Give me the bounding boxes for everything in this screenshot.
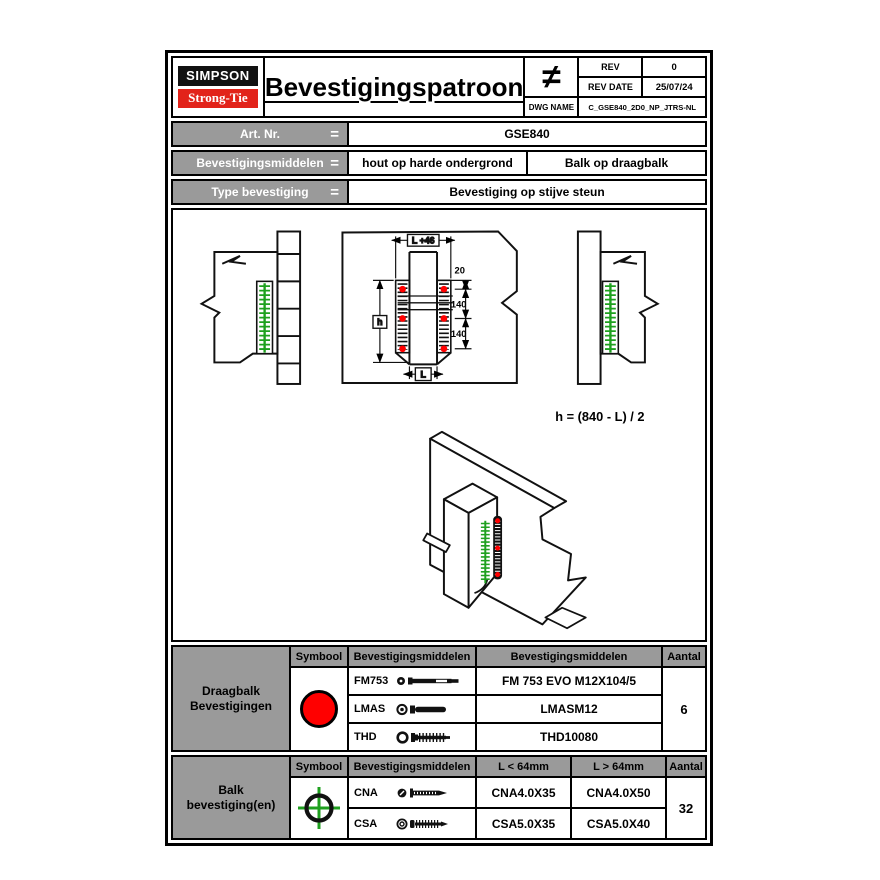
header-bevestigingsmiddelen: Bevestigingsmiddelen: [349, 757, 475, 776]
thd-screw-icon: [396, 730, 450, 744]
equals-sign: =: [330, 154, 339, 172]
connection-type-value: Balk op draagbalk: [526, 152, 705, 174]
bevestigingsmiddelen-label: Bevestigingsmiddelen =: [173, 152, 349, 174]
drawing-area: L +46 20 140 140 h: [171, 208, 707, 642]
title-area: Bevestigingspatroon: [265, 58, 526, 116]
info-row-art-nr: Art. Nr. = GSE840: [171, 121, 707, 147]
header-bevestigingsmiddelen-2: Bevestigingsmiddelen: [477, 647, 661, 666]
type-bevestiging-label: Type bevestiging =: [173, 181, 349, 203]
fastener-code: CNA: [354, 786, 378, 799]
type-bevestiging-label-text: Type bevestiging: [211, 185, 309, 199]
isometric-view: [422, 430, 587, 630]
dim-spacing2-label: 140: [451, 329, 467, 339]
break-symbol-icon: [612, 255, 638, 265]
title-block: SIMPSON Strong-Tie Bevestigingspatroon ≠…: [171, 56, 707, 118]
page-title: Bevestigingspatroon: [264, 71, 524, 102]
lmas-bolt-icon: [396, 703, 446, 715]
dim-offset-label: 20: [454, 266, 464, 276]
art-nr-label: Art. Nr. =: [173, 123, 349, 145]
dim-top-width-label: L +46: [412, 236, 435, 246]
symbol-cell: [291, 778, 347, 838]
logo-simpson: SIMPSON: [178, 66, 258, 86]
red-circle-symbol-icon: [300, 690, 338, 728]
art-nr-label-text: Art. Nr.: [239, 127, 280, 141]
draagbalk-group-label: Draagbalk Bevestigingen: [173, 647, 289, 750]
draagbalk-fastener-table: Draagbalk Bevestigingen Symbool Bevestig…: [171, 645, 707, 752]
fastener-row-lmas: LMAS: [349, 696, 475, 722]
art-nr-value: GSE840: [504, 127, 550, 141]
product-fm753: FM 753 EVO M12X104/5: [477, 668, 661, 694]
product-lmas: LMASM12: [477, 696, 661, 722]
draagbalk-qty: 6: [663, 668, 705, 750]
break-symbol-icon: [221, 255, 247, 265]
fastener-row-csa: CSA: [349, 809, 475, 838]
type-bevestiging-value: Bevestiging op stijve steun: [449, 185, 605, 199]
info-row-type-bevestiging: Type bevestiging = Bevestiging op stijve…: [171, 179, 707, 205]
cna-long: CNA4.0X50: [572, 778, 665, 807]
front-view: L +46 20 140 140 h: [341, 230, 518, 384]
balk-group-label: Balk bevestiging(en): [173, 757, 289, 838]
bevestigingsmiddelen-label-text: Bevestigingsmiddelen: [196, 156, 324, 170]
info-row-bevestigingsmiddelen: Bevestigingsmiddelen = hout op harde ond…: [171, 150, 707, 176]
crosshair-symbol-icon: [298, 787, 340, 829]
cna-nail-icon: [397, 788, 447, 797]
rev-label: REV: [579, 58, 642, 76]
bolt-dots-red: [399, 285, 448, 353]
beam-end-cut: [544, 606, 587, 630]
fastener-row-cna: CNA: [349, 778, 475, 807]
balk-qty: 32: [667, 778, 705, 838]
equals-sign: =: [330, 183, 339, 201]
technical-drawing: L +46 20 140 140 h: [199, 230, 660, 630]
dwg-name-label: DWG NAME: [525, 98, 578, 116]
rev-date-label: REV DATE: [579, 78, 642, 96]
csa-screw-icon: [396, 818, 448, 829]
revision-block: ≠ REV 0 REV DATE 25/07/24 DWG NAME C_GSE…: [525, 58, 705, 116]
dwg-name-value: C_GSE840_2D0_NP_JTRS-NL: [579, 98, 705, 116]
left-side-view: [199, 230, 302, 385]
right-side-view: [576, 230, 660, 385]
fastener-row-fm753: FM753: [349, 668, 475, 694]
cna-short: CNA4.0X35: [477, 778, 570, 807]
rev-date-value: 25/07/24: [643, 78, 705, 96]
rev-value: 0: [643, 58, 705, 76]
fastener-code: LMAS: [354, 703, 386, 715]
substrate-value: hout op harde ondergrond: [362, 156, 513, 170]
dimensions: L +46 20 140 140 h: [372, 233, 472, 382]
hanger-flange-left: [394, 279, 411, 354]
beam-notch: [422, 532, 451, 553]
beam-left-face: [442, 498, 470, 609]
header-l-groter-64: L > 64mm: [572, 757, 665, 776]
flange-curve: [474, 579, 489, 594]
dim-bottom-width-label: L: [421, 369, 427, 379]
header-aantal: Aantal: [663, 647, 705, 666]
logo-strongtie: Strong-Tie: [178, 89, 258, 108]
drawing-sheet: SIMPSON Strong-Tie Bevestigingspatroon ≠…: [165, 50, 713, 846]
header-symbool: Symbool: [291, 757, 347, 776]
equals-sign: =: [330, 125, 339, 143]
csa-short: CSA5.0X35: [477, 809, 570, 838]
dim-spacing1-label: 140: [451, 300, 467, 310]
header-l-kleiner-64: L < 64mm: [477, 757, 570, 776]
fastener-code: FM753: [354, 675, 389, 687]
not-equal-symbol-icon: ≠: [525, 58, 578, 96]
fastener-code: CSA: [354, 817, 378, 830]
fm753-bolt-icon: [397, 677, 459, 685]
simpson-strongtie-logo: SIMPSON Strong-Tie: [173, 58, 265, 116]
dim-height-label: h: [377, 317, 382, 327]
header-symbool: Symbool: [291, 647, 347, 666]
carrier-panel: [341, 230, 518, 384]
header-bevestigingsmiddelen: Bevestigingsmiddelen: [349, 647, 475, 666]
header-aantal: Aantal: [667, 757, 705, 776]
csa-long: CSA5.0X40: [572, 809, 665, 838]
post-strip: [576, 230, 602, 385]
fastener-code: THD: [354, 731, 377, 743]
product-thd: THD10080: [477, 724, 661, 750]
symbol-cell: [291, 668, 347, 750]
height-formula: h = (840 - L) / 2: [555, 409, 644, 424]
balk-fastener-table: Balk bevestiging(en) Symbool Bevestiging…: [171, 755, 707, 840]
fastener-row-thd: THD: [349, 724, 475, 750]
bolt-dots-red: [495, 518, 501, 578]
